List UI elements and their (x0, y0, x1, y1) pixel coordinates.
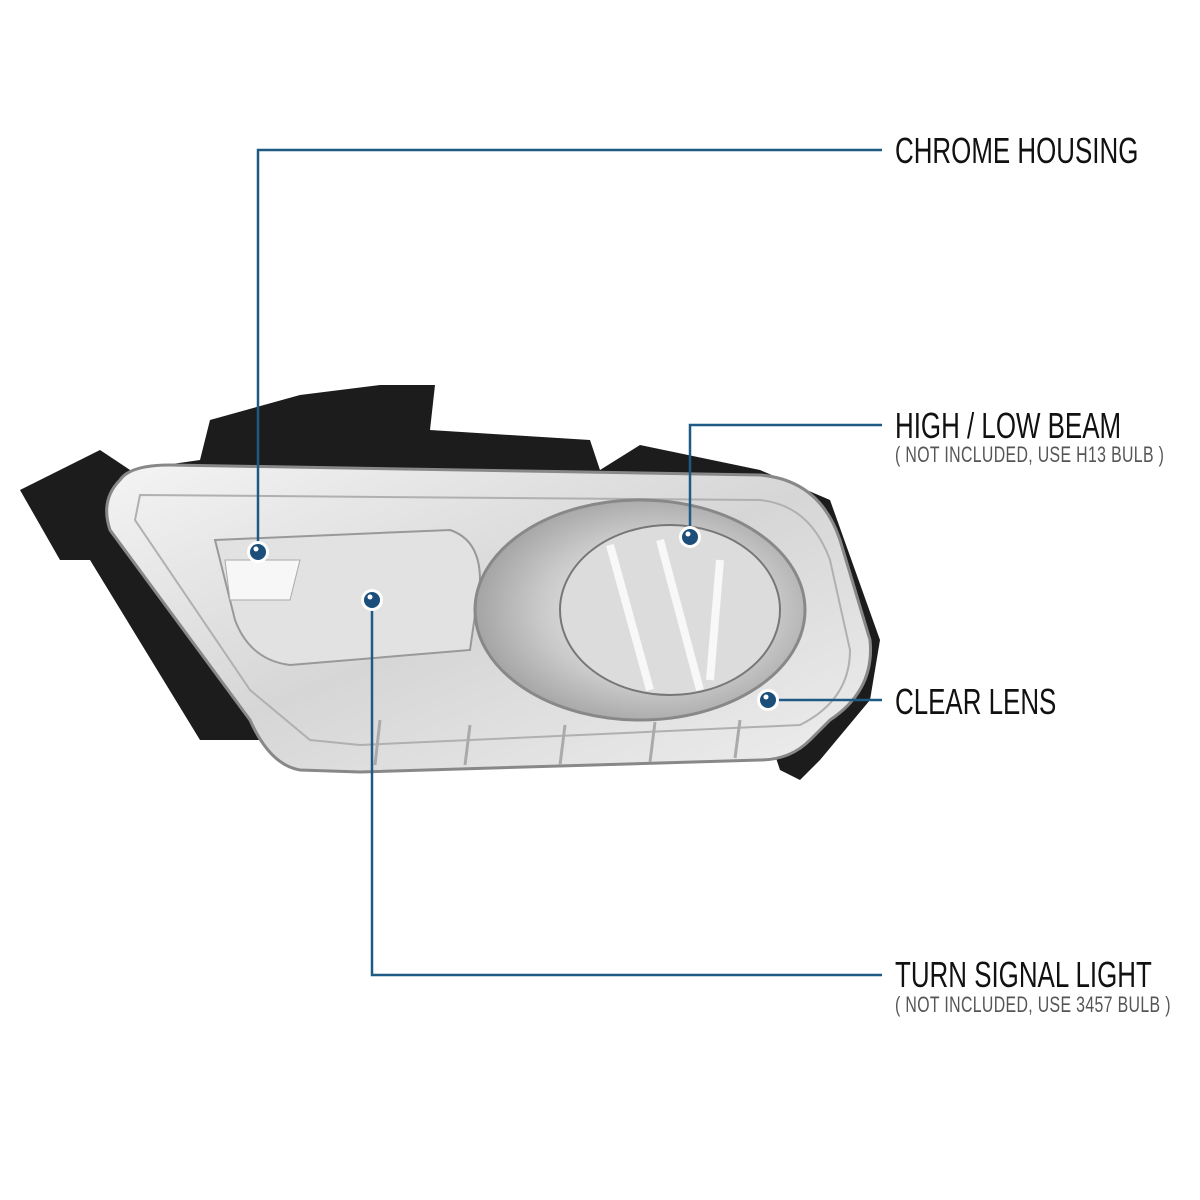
clear-lens-label: CLEAR LENS (895, 681, 1057, 722)
callout-dot-high-low-beam (679, 526, 701, 548)
turn-signal-light-note: ( NOT INCLUDED, USE 3457 BULB ) (895, 992, 1171, 1017)
turn-signal-light-label: TURN SIGNAL LIGHT (895, 954, 1152, 995)
callout-dot-clear-lens (757, 689, 779, 711)
beam-reflector (473, 498, 807, 722)
leader-line-turn-signal (370, 600, 882, 977)
turn-signal-reflector (213, 528, 482, 667)
leader-line-chrome-housing (256, 148, 882, 552)
leader-line-high-low-beam (688, 423, 882, 537)
callout-dot-chrome-housing (247, 541, 269, 563)
callout-dot-turn-signal (361, 589, 383, 611)
high-low-beam-note: ( NOT INCLUDED, USE H13 BULB ) (895, 442, 1165, 467)
chrome-housing-label: CHROME HOUSING (895, 130, 1139, 171)
lens-ribs (373, 719, 742, 766)
high-low-beam-label: HIGH / LOW BEAM (895, 405, 1122, 446)
